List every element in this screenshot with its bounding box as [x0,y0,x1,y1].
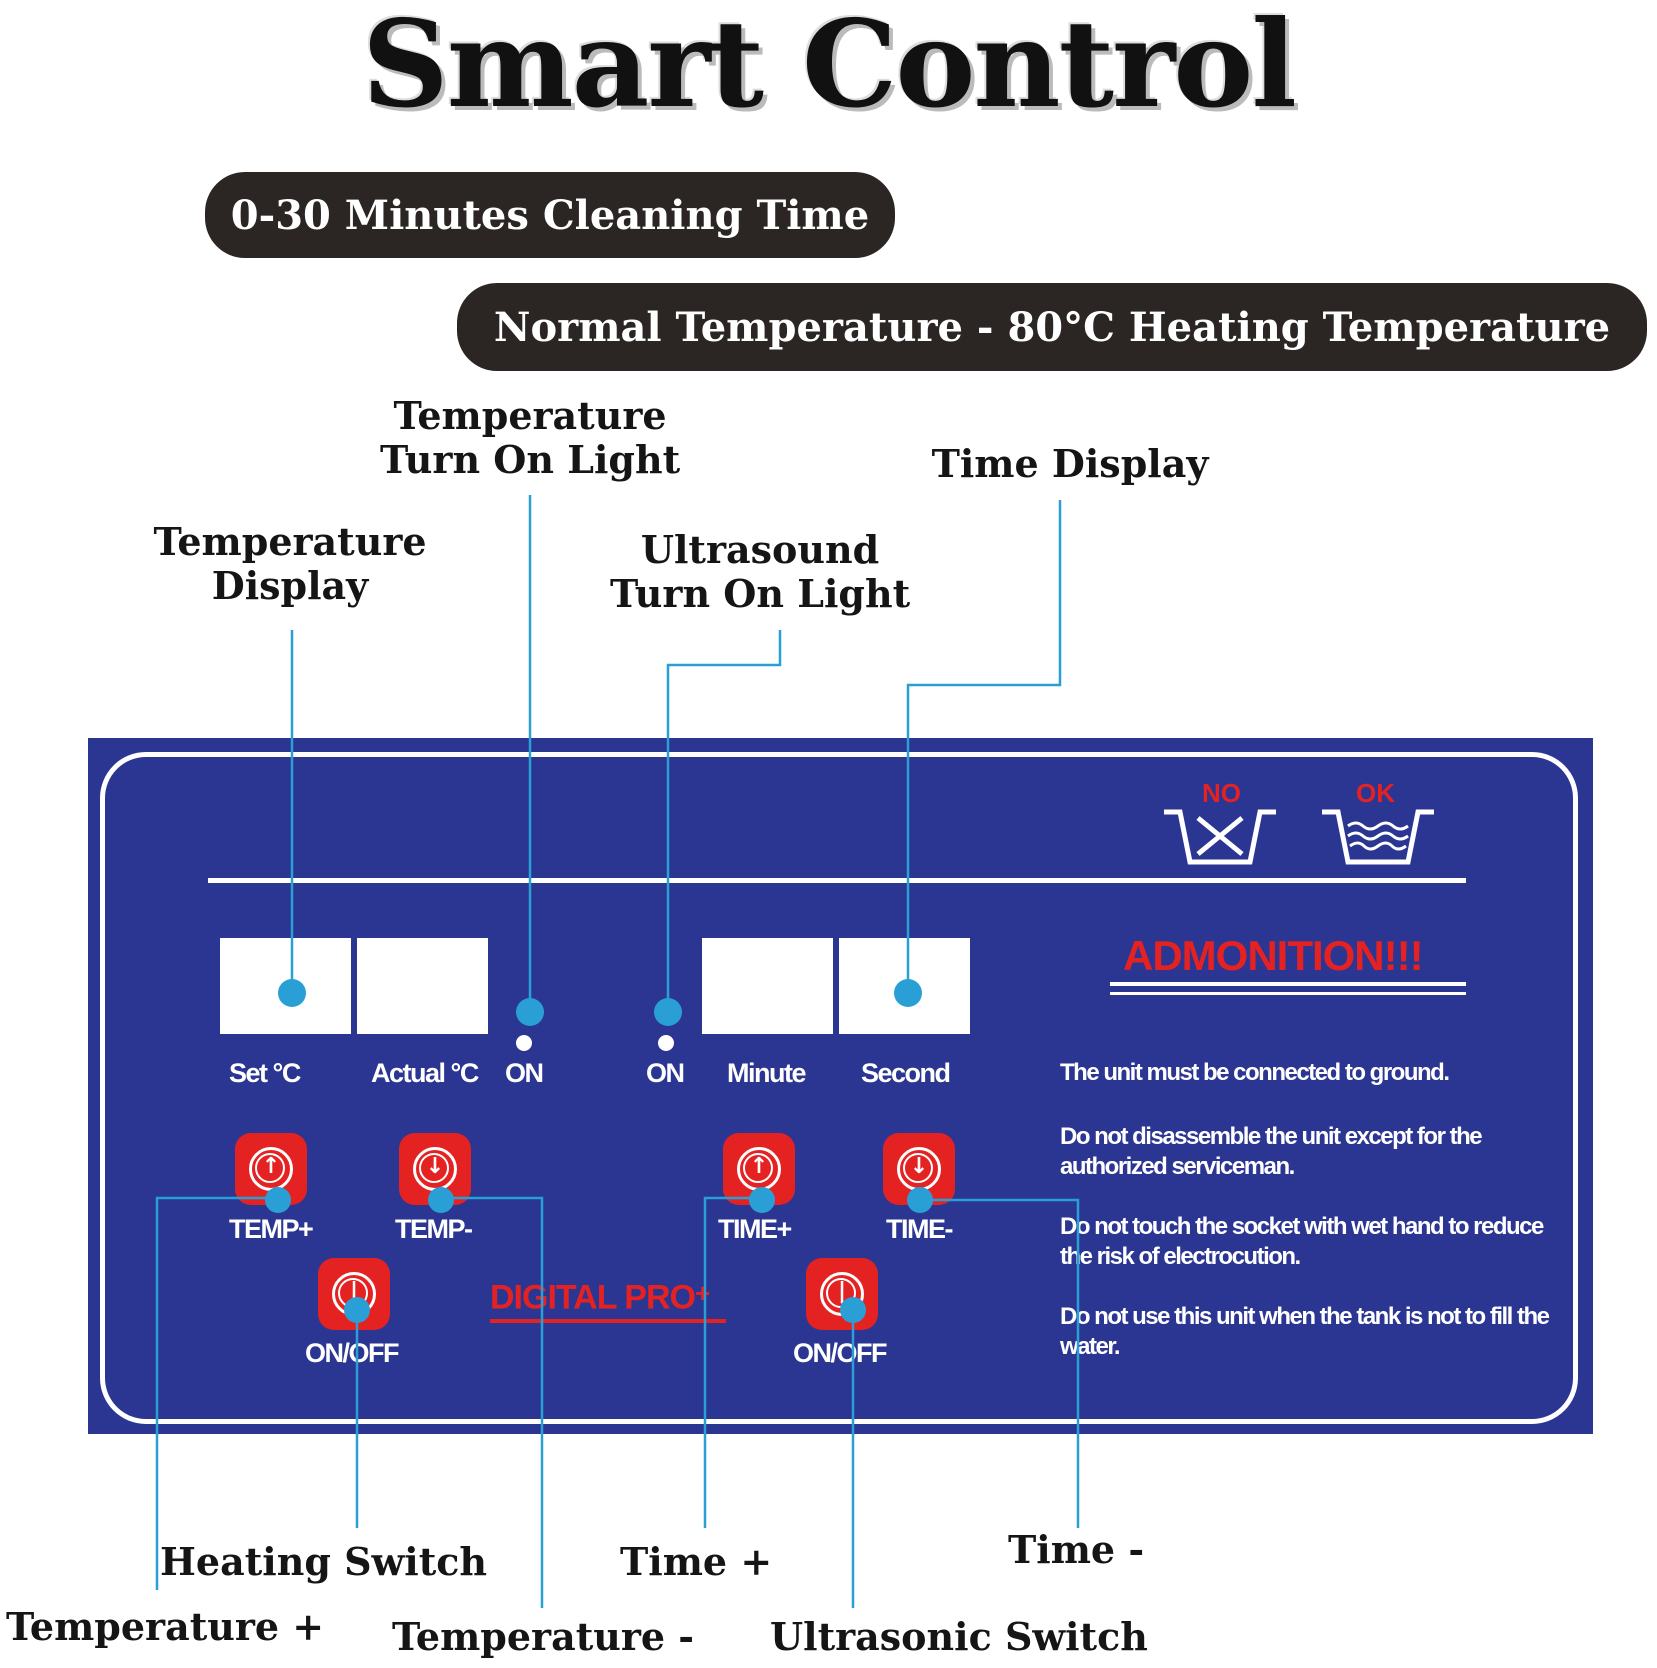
no-water-icon: NO [1160,778,1280,868]
basin-water-icon [1322,809,1434,865]
label-on-left: ON [505,1058,544,1088]
brand-text: DIGITAL PRO [490,1278,696,1317]
basin-x-icon [1164,809,1276,865]
temp-plus-button[interactable]: ↑ [235,1133,307,1205]
minute-display [702,938,833,1034]
warning-line-4: Do not use this unit when the tank is no… [1060,1303,1550,1360]
label-second: Second [861,1058,951,1088]
callout-ultra-light: Ultrasound Turn On Light [610,527,911,616]
temp-on-indicator [516,1035,532,1051]
arrow-down-icon: ↓ [425,1154,445,1179]
ok-water-icon: OK [1318,778,1438,868]
admonition-underline-1 [1110,982,1466,986]
label-actual: Actual °C [371,1058,479,1088]
brand-underline [490,1319,726,1324]
label-temp-plus: TEMP+ [229,1214,314,1244]
brand-logo: DIGITAL PRO+ [490,1278,726,1324]
heating-power-button[interactable]: | [318,1258,390,1330]
actual-temp-display [357,938,488,1034]
warning-line-2: Do not disassemble the unit except for t… [1060,1123,1483,1180]
label-minute: Minute [727,1058,807,1088]
warning-line-3: Do not touch the socket with wet hand to… [1060,1213,1544,1270]
set-temp-display [220,938,351,1034]
callout-ultrasonic-switch: Ultrasonic Switch [770,1614,1148,1659]
callout-time-minus: Time - [1008,1527,1145,1572]
callout-temp-light: Temperature Turn On Light [380,393,681,482]
admonition-title: ADMONITION!!! [1123,932,1424,979]
callout-temperature-minus: Temperature - [392,1614,695,1659]
panel-border [100,752,1578,1424]
label-heat-onoff: ON/OFF [305,1338,400,1368]
no-label: NO [1202,778,1241,808]
power-icon: | [837,1279,847,1304]
second-display [839,938,970,1034]
brand-sup: + [694,1278,710,1308]
label-time-plus: TIME+ [718,1214,792,1244]
warning-line-1: The unit must be connected to ground. [1060,1059,1450,1086]
callout-time-display: Time Display [931,441,1209,486]
power-icon: | [349,1279,359,1304]
label-on-right: ON [646,1058,685,1088]
ultra-on-indicator [658,1035,674,1051]
callout-time-plus: Time + [620,1539,773,1584]
label-temp-minus: TEMP- [395,1214,473,1244]
temperature-banner: Normal Temperature - 80°C Heating Temper… [457,283,1647,371]
cleaning-time-banner: 0-30 Minutes Cleaning Time [205,172,895,258]
callout-temp-display: Temperature Display [153,519,427,608]
ok-label: OK [1356,778,1395,808]
arrow-up-icon: ↑ [749,1154,769,1179]
panel-divider [208,878,1466,883]
label-ultra-onoff: ON/OFF [793,1338,888,1368]
temp-minus-button[interactable]: ↓ [399,1133,471,1205]
callout-heating-switch: Heating Switch [160,1539,488,1584]
temperature-text: Normal Temperature - 80°C Heating Temper… [493,303,1611,351]
label-time-minus: TIME- [886,1214,954,1244]
cleaning-time-text: 0-30 Minutes Cleaning Time [230,191,870,239]
arrow-up-icon: ↑ [261,1154,281,1179]
time-plus-button[interactable]: ↑ [723,1133,795,1205]
arrow-down-icon: ↓ [909,1154,929,1179]
callout-temperature-plus: Temperature + [6,1604,325,1649]
label-set: Set °C [229,1058,301,1088]
admonition-underline-2 [1110,992,1466,995]
time-minus-button[interactable]: ↓ [883,1133,955,1205]
page-title: Smart Control [362,0,1297,135]
ultrasonic-power-button[interactable]: | [806,1258,878,1330]
